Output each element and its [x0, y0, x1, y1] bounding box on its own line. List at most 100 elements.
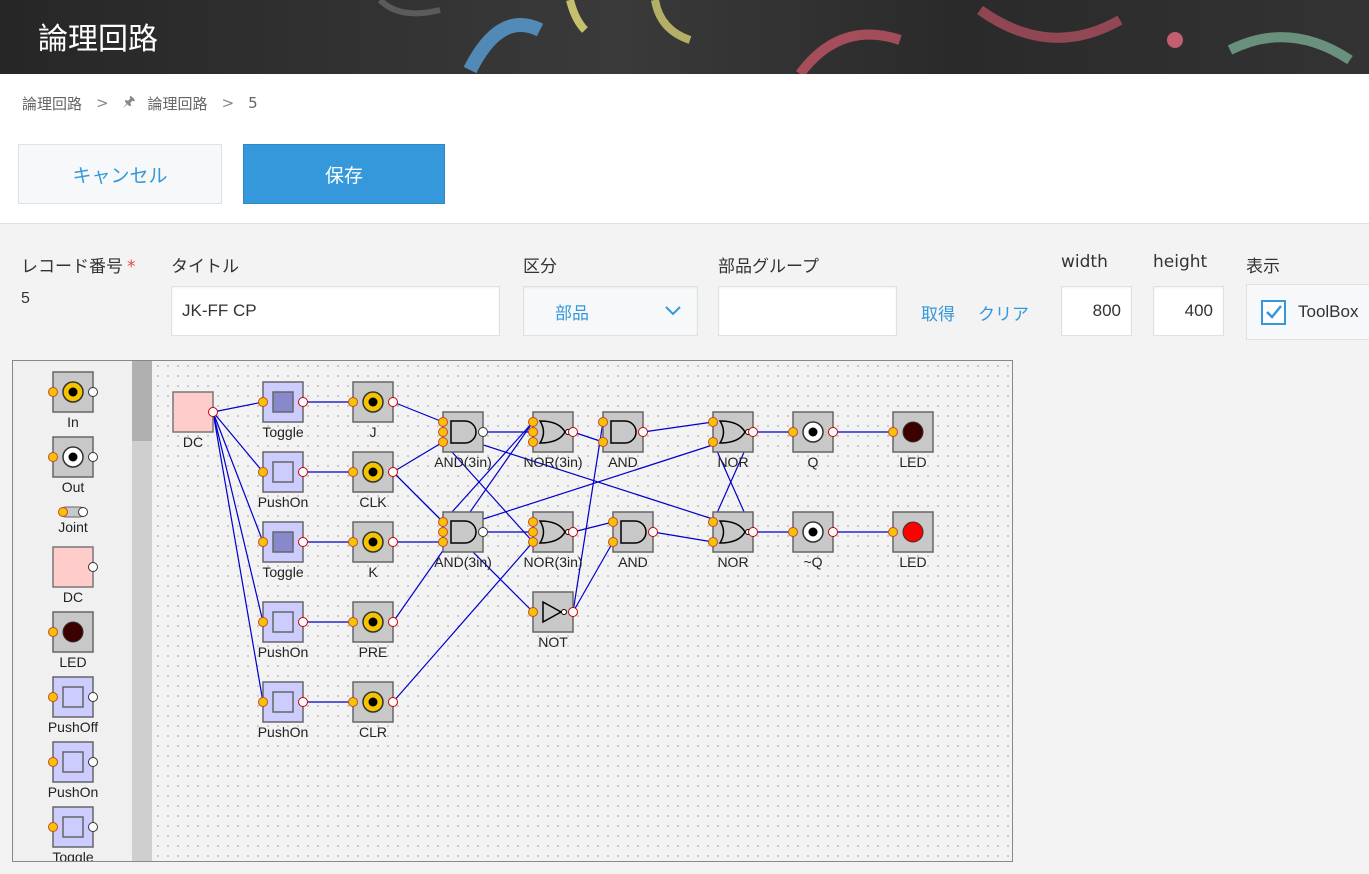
- input-node[interactable]: CLR: [348, 681, 398, 740]
- toolbox-item-in[interactable]: In: [48, 371, 98, 430]
- input-pin[interactable]: [528, 527, 538, 537]
- input-pin[interactable]: [788, 527, 798, 537]
- toolbox-item-led[interactable]: LED: [48, 611, 94, 670]
- toolbox-item-pushon[interactable]: PushOn: [48, 741, 99, 800]
- toolbox-item-out[interactable]: Out: [48, 436, 98, 495]
- scrollbar-thumb[interactable]: [132, 361, 152, 441]
- input-pin[interactable]: [48, 692, 58, 702]
- dc-source[interactable]: DC: [172, 391, 218, 450]
- input-pin[interactable]: [438, 527, 448, 537]
- pushon-switch[interactable]: PushOn: [258, 601, 309, 660]
- input-pin[interactable]: [48, 627, 58, 637]
- output-pin[interactable]: [78, 507, 88, 517]
- output-pin[interactable]: [298, 397, 308, 407]
- input-pin[interactable]: [708, 537, 718, 547]
- input-pin[interactable]: [528, 437, 538, 447]
- input-pin[interactable]: [708, 417, 718, 427]
- switch-button[interactable]: [272, 531, 294, 553]
- nor-gate[interactable]: NOR: [708, 511, 758, 570]
- switch-button[interactable]: [272, 461, 294, 483]
- input-pin[interactable]: [258, 537, 268, 547]
- input-pin[interactable]: [708, 437, 718, 447]
- output-pin[interactable]: [298, 617, 308, 627]
- wire[interactable]: [642, 421, 714, 433]
- nor-gate[interactable]: NOR: [708, 411, 758, 470]
- output-pin[interactable]: [748, 427, 758, 437]
- toggle-switch[interactable]: Toggle: [258, 521, 308, 580]
- wire[interactable]: [392, 541, 534, 703]
- category-select[interactable]: 部品: [523, 286, 698, 336]
- toolbox-scrollbar[interactable]: [132, 361, 152, 861]
- toolbox-toggle[interactable]: ToolBox: [1246, 284, 1369, 340]
- input-pin[interactable]: [528, 537, 538, 547]
- input-pin[interactable]: [258, 697, 268, 707]
- wire[interactable]: [442, 441, 534, 543]
- switch-button[interactable]: [272, 391, 294, 413]
- wire[interactable]: [442, 431, 754, 533]
- output-pin[interactable]: [208, 407, 218, 417]
- output-pin[interactable]: [388, 537, 398, 547]
- input-node[interactable]: K: [348, 521, 398, 580]
- output-pin[interactable]: [298, 537, 308, 547]
- wire[interactable]: [572, 541, 614, 613]
- input-pin[interactable]: [438, 537, 448, 547]
- output-pin[interactable]: [568, 607, 578, 617]
- switch-button[interactable]: [272, 611, 294, 633]
- output-pin[interactable]: [88, 452, 98, 462]
- wire[interactable]: [212, 411, 264, 473]
- toolbox-item-dc[interactable]: DC: [52, 546, 98, 605]
- clear-link[interactable]: クリア: [978, 305, 1029, 325]
- output-node[interactable]: ~Q: [788, 511, 838, 570]
- output-pin[interactable]: [298, 697, 308, 707]
- input-pin[interactable]: [888, 527, 898, 537]
- input-pin[interactable]: [348, 617, 358, 627]
- output-pin[interactable]: [388, 617, 398, 627]
- input-pin[interactable]: [438, 417, 448, 427]
- input-pin[interactable]: [348, 537, 358, 547]
- pushon-switch[interactable]: PushOn: [258, 451, 309, 510]
- wire[interactable]: [572, 431, 604, 443]
- output-pin[interactable]: [828, 427, 838, 437]
- input-pin[interactable]: [708, 517, 718, 527]
- input-pin[interactable]: [438, 437, 448, 447]
- toolbox-item-joint[interactable]: Joint: [58, 506, 88, 535]
- and-gate[interactable]: AND: [608, 511, 658, 570]
- input-pin[interactable]: [348, 397, 358, 407]
- wire[interactable]: [212, 411, 264, 543]
- toolbox-item-pushoff[interactable]: PushOff: [48, 676, 98, 735]
- output-pin[interactable]: [388, 467, 398, 477]
- input-pin[interactable]: [48, 757, 58, 767]
- output-pin[interactable]: [568, 527, 578, 537]
- cancel-button[interactable]: キャンセル: [18, 144, 222, 204]
- wire[interactable]: [572, 421, 604, 613]
- wire[interactable]: [572, 521, 614, 533]
- input-node[interactable]: PRE: [348, 601, 398, 660]
- input-pin[interactable]: [788, 427, 798, 437]
- output-pin[interactable]: [88, 562, 98, 572]
- wire[interactable]: [652, 531, 714, 543]
- led[interactable]: LED: [888, 511, 934, 570]
- input-pin[interactable]: [438, 427, 448, 437]
- output-pin[interactable]: [638, 427, 648, 437]
- breadcrumb-root[interactable]: 論理回路: [22, 94, 83, 113]
- toggle-switch[interactable]: Toggle: [258, 381, 308, 440]
- output-pin[interactable]: [748, 527, 758, 537]
- circuit-canvas[interactable]: DCTogglePushOnTogglePushOnPushOnJCLKKPRE…: [13, 361, 1013, 862]
- pushon-switch[interactable]: PushOn: [258, 681, 309, 740]
- and3-gate[interactable]: AND(3in): [434, 411, 492, 470]
- output-pin[interactable]: [828, 527, 838, 537]
- not-gate[interactable]: NOT: [528, 591, 578, 650]
- output-pin[interactable]: [88, 757, 98, 767]
- and-gate[interactable]: AND: [598, 411, 648, 470]
- input-pin[interactable]: [258, 397, 268, 407]
- input-pin[interactable]: [438, 517, 448, 527]
- wire[interactable]: [212, 401, 264, 413]
- input-pin[interactable]: [598, 437, 608, 447]
- output-pin[interactable]: [478, 527, 488, 537]
- output-pin[interactable]: [298, 467, 308, 477]
- input-pin[interactable]: [528, 607, 538, 617]
- nor3-gate[interactable]: NOR(3in): [523, 511, 583, 570]
- and3-gate[interactable]: AND(3in): [434, 511, 492, 570]
- toolbox-item-toggle[interactable]: Toggle: [48, 806, 98, 862]
